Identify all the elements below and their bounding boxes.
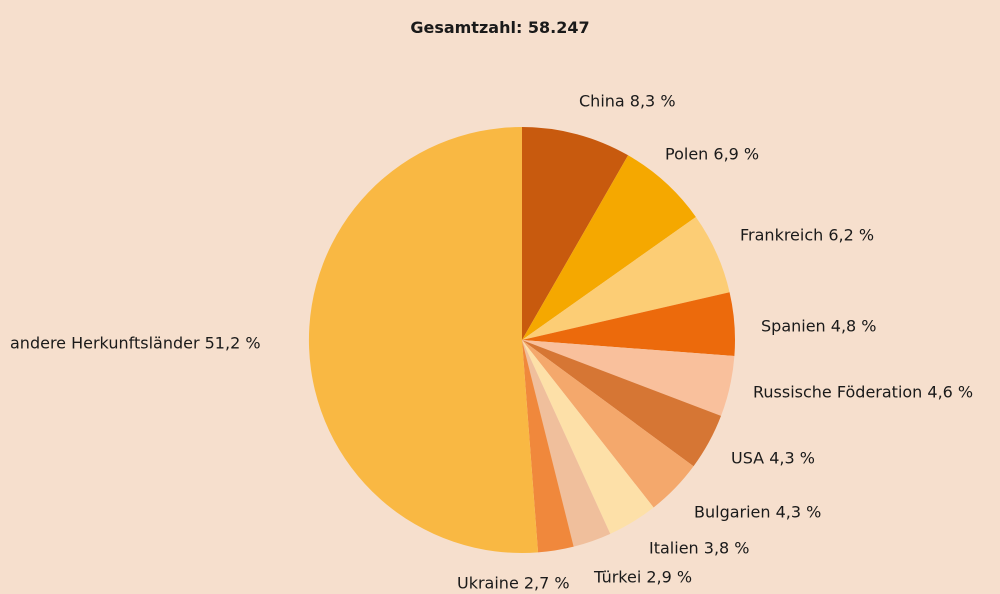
slice-label: Polen 6,9 % <box>665 144 760 164</box>
slice-label: Russische Föderation 4,6 % <box>753 382 974 402</box>
pie-slice-bulgarien <box>522 340 694 508</box>
slice-label: Ukraine 2,7 % <box>457 573 570 593</box>
pie-slice-italien <box>522 340 654 534</box>
slice-label: andere Herkunftsländer 51,2 % <box>10 333 261 353</box>
pie-slice-polen <box>522 155 696 340</box>
slice-label: Frankreich 6,2 % <box>740 225 875 245</box>
pie-slice-frankreich <box>522 216 730 340</box>
slice-label: Spanien 4,8 % <box>761 316 877 336</box>
chart-title: Gesamtzahl: 58.247 <box>410 18 590 37</box>
pie-slice-ukraine <box>522 340 574 553</box>
pie-slice-russische-föderation <box>522 340 735 416</box>
pie-slice-usa <box>522 340 722 467</box>
pie-slice-türkei <box>522 340 611 547</box>
slice-label: China 8,3 % <box>579 91 676 111</box>
slice-label: Bulgarien 4,3 % <box>694 502 822 522</box>
pie-slice-spanien <box>522 292 735 357</box>
slice-label: Italien 3,8 % <box>649 538 750 558</box>
pie-slice-china <box>522 127 629 340</box>
slice-label: USA 4,3 % <box>731 448 815 468</box>
pie-slice-andere-herkunftsländer <box>308 127 539 553</box>
slice-label: Türkei 2,9 % <box>594 567 693 587</box>
